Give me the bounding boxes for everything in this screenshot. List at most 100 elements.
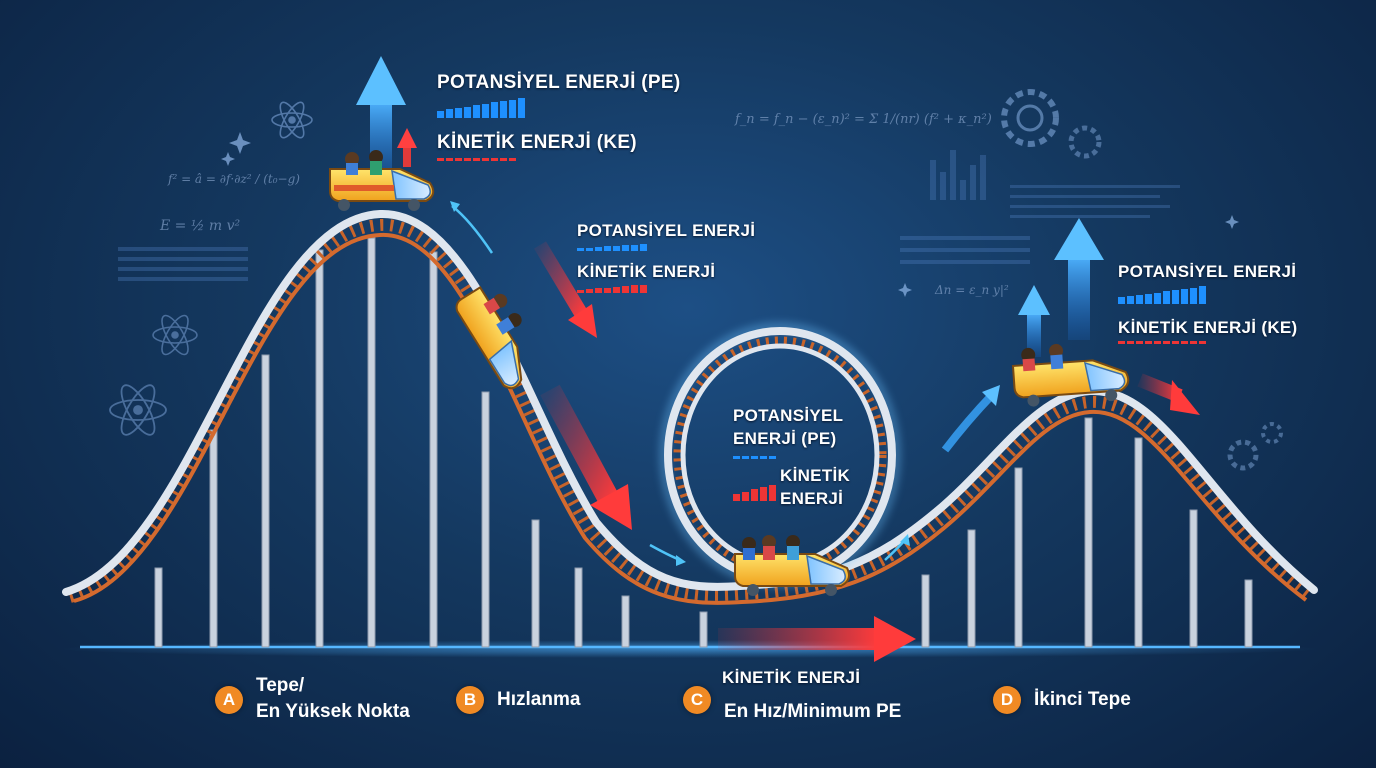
energy-bar-segment: [1172, 341, 1179, 344]
energy-bar-segment: [751, 456, 758, 459]
energy-bar-segment: [769, 456, 776, 459]
energy-bar-segment: [1136, 341, 1143, 344]
energy-bar-segment: [769, 485, 776, 501]
energy-bar-segment: [1118, 341, 1125, 344]
gear-icon: [1068, 125, 1102, 159]
coaster-car-icon: [734, 535, 850, 596]
ground-glow: [60, 640, 1320, 658]
loop-ke-label-line2: ENERJİ: [780, 489, 844, 508]
gear-icon: [1261, 422, 1283, 444]
motion-swoosh: [941, 392, 995, 453]
energy-bar-segment: [509, 100, 516, 118]
gear-icon-hub: [1016, 104, 1044, 132]
stage-b-line1: Hızlanma: [497, 689, 581, 710]
energy-bar-segment: [733, 456, 740, 459]
loop-rail-inner: [680, 343, 880, 567]
energy-bar-segment: [518, 98, 525, 118]
down-arrow-icon: [568, 304, 597, 338]
background-data-grid: [118, 150, 1180, 281]
coaster-car-icon: [1011, 343, 1130, 407]
energy-bar-segment: [482, 104, 489, 118]
energy-bar-segment: [622, 286, 629, 293]
second-ke-label: KİNETİK ENERJİ (KE): [1118, 318, 1298, 337]
loop-pe-label-line2: ENERJİ (PE): [733, 429, 837, 448]
formula-text: f² = â = ∂f·∂z² / (t₀−g): [168, 172, 300, 186]
energy-bar-segment: [577, 290, 584, 293]
energy-bar-segment: [640, 244, 647, 251]
up-arrow-icon: [1054, 218, 1104, 340]
energy-bar-segment: [1181, 341, 1188, 344]
track-ties: [68, 218, 1314, 603]
top-pe-label: POTANSİYEL ENERJİ (PE): [437, 72, 681, 93]
energy-bar-segment: [760, 487, 767, 501]
stage-badge-b: B: [456, 686, 484, 714]
energy-bar-segment: [1154, 293, 1161, 304]
down-arrow-shaft: [533, 241, 589, 319]
gear-icon: [1001, 89, 1059, 147]
energy-bar-segment: [1154, 341, 1161, 344]
stage-a-line1: Tepe/: [256, 675, 305, 696]
loop-pe-bars: [733, 456, 776, 459]
energy-bar-segment: [500, 158, 507, 161]
energy-bar-segment: [1172, 290, 1179, 304]
coaster-car-icon: [455, 286, 523, 390]
top-ke-bars: [437, 158, 516, 161]
right-arrow-icon: [718, 616, 916, 662]
stage-badge-d: D: [993, 686, 1021, 714]
descent-pe-bars: [577, 244, 647, 251]
energy-bar-segment: [1163, 341, 1170, 344]
energy-bar-segment: [437, 158, 444, 161]
energy-bar-segment: [446, 109, 453, 118]
energy-bar-segment: [742, 456, 749, 459]
energy-bar-segment: [604, 288, 611, 293]
energy-bar-segment: [1127, 341, 1134, 344]
gear-icon: [1227, 439, 1259, 471]
energy-bar-segment: [1118, 297, 1125, 304]
motion-swoosh-head: [676, 555, 686, 566]
formula-text: Δn = ε_n y|²: [935, 283, 1009, 297]
second-pe-label: POTANSİYEL ENERJİ: [1118, 262, 1297, 281]
energy-bar-segment: [1199, 341, 1206, 344]
loop-ties: [673, 336, 887, 574]
sparkle-icon: [221, 132, 1239, 297]
up-arrow-icon: [397, 128, 417, 167]
energy-bar-segment: [455, 158, 462, 161]
stage-badge-c: C: [683, 686, 711, 714]
energy-bar-segment: [1136, 295, 1143, 304]
track-rail-inner: [73, 232, 1308, 605]
motion-swoosh-head: [982, 385, 1000, 406]
stage-c-line2: En Hız/Minimum PE: [724, 701, 902, 722]
energy-bar-segment: [1127, 296, 1134, 304]
energy-bar-segment: [473, 105, 480, 118]
loop-pe-label-line1: POTANSİYEL: [733, 406, 844, 425]
motion-swoosh: [649, 543, 681, 562]
energy-bar-segment: [604, 246, 611, 251]
energy-bar-segment: [482, 158, 489, 161]
energy-bar-segment: [586, 289, 593, 293]
energy-bar-segment: [1145, 294, 1152, 304]
loop-rail-outer: [664, 327, 896, 583]
formula-text: f_n = f_n − (ε_n)² = Σ 1/(nr) (f² + κ_n²…: [735, 112, 992, 127]
bottom-ke-label: KİNETİK ENERJİ: [722, 668, 861, 687]
stage-a-line2: En Yüksek Nokta: [256, 701, 410, 722]
energy-bar-segment: [640, 285, 647, 293]
descent-ke-label: KİNETİK ENERJİ: [577, 262, 716, 281]
energy-bar-segment: [1190, 341, 1197, 344]
top-pe-bars: [437, 98, 525, 118]
energy-bar-segment: [464, 107, 471, 118]
loop-ke-bars: [733, 485, 776, 501]
stage-d-line1: İkinci Tepe: [1034, 689, 1131, 710]
energy-bar-segment: [751, 489, 758, 501]
energy-bar-segment: [491, 158, 498, 161]
loop-ke-label-line1: KİNETİK: [780, 466, 851, 485]
energy-bar-segment: [733, 494, 740, 501]
up-arrow-icon: [1018, 285, 1050, 357]
energy-bar-segment: [613, 287, 620, 293]
top-ke-label: KİNETİK ENERJİ (KE): [437, 132, 637, 153]
energy-bar-segment: [577, 248, 584, 251]
energy-bar-segment: [509, 158, 516, 161]
energy-bar-segment: [742, 492, 749, 501]
energy-bar-segment: [613, 246, 620, 251]
energy-bar-segment: [1181, 289, 1188, 304]
